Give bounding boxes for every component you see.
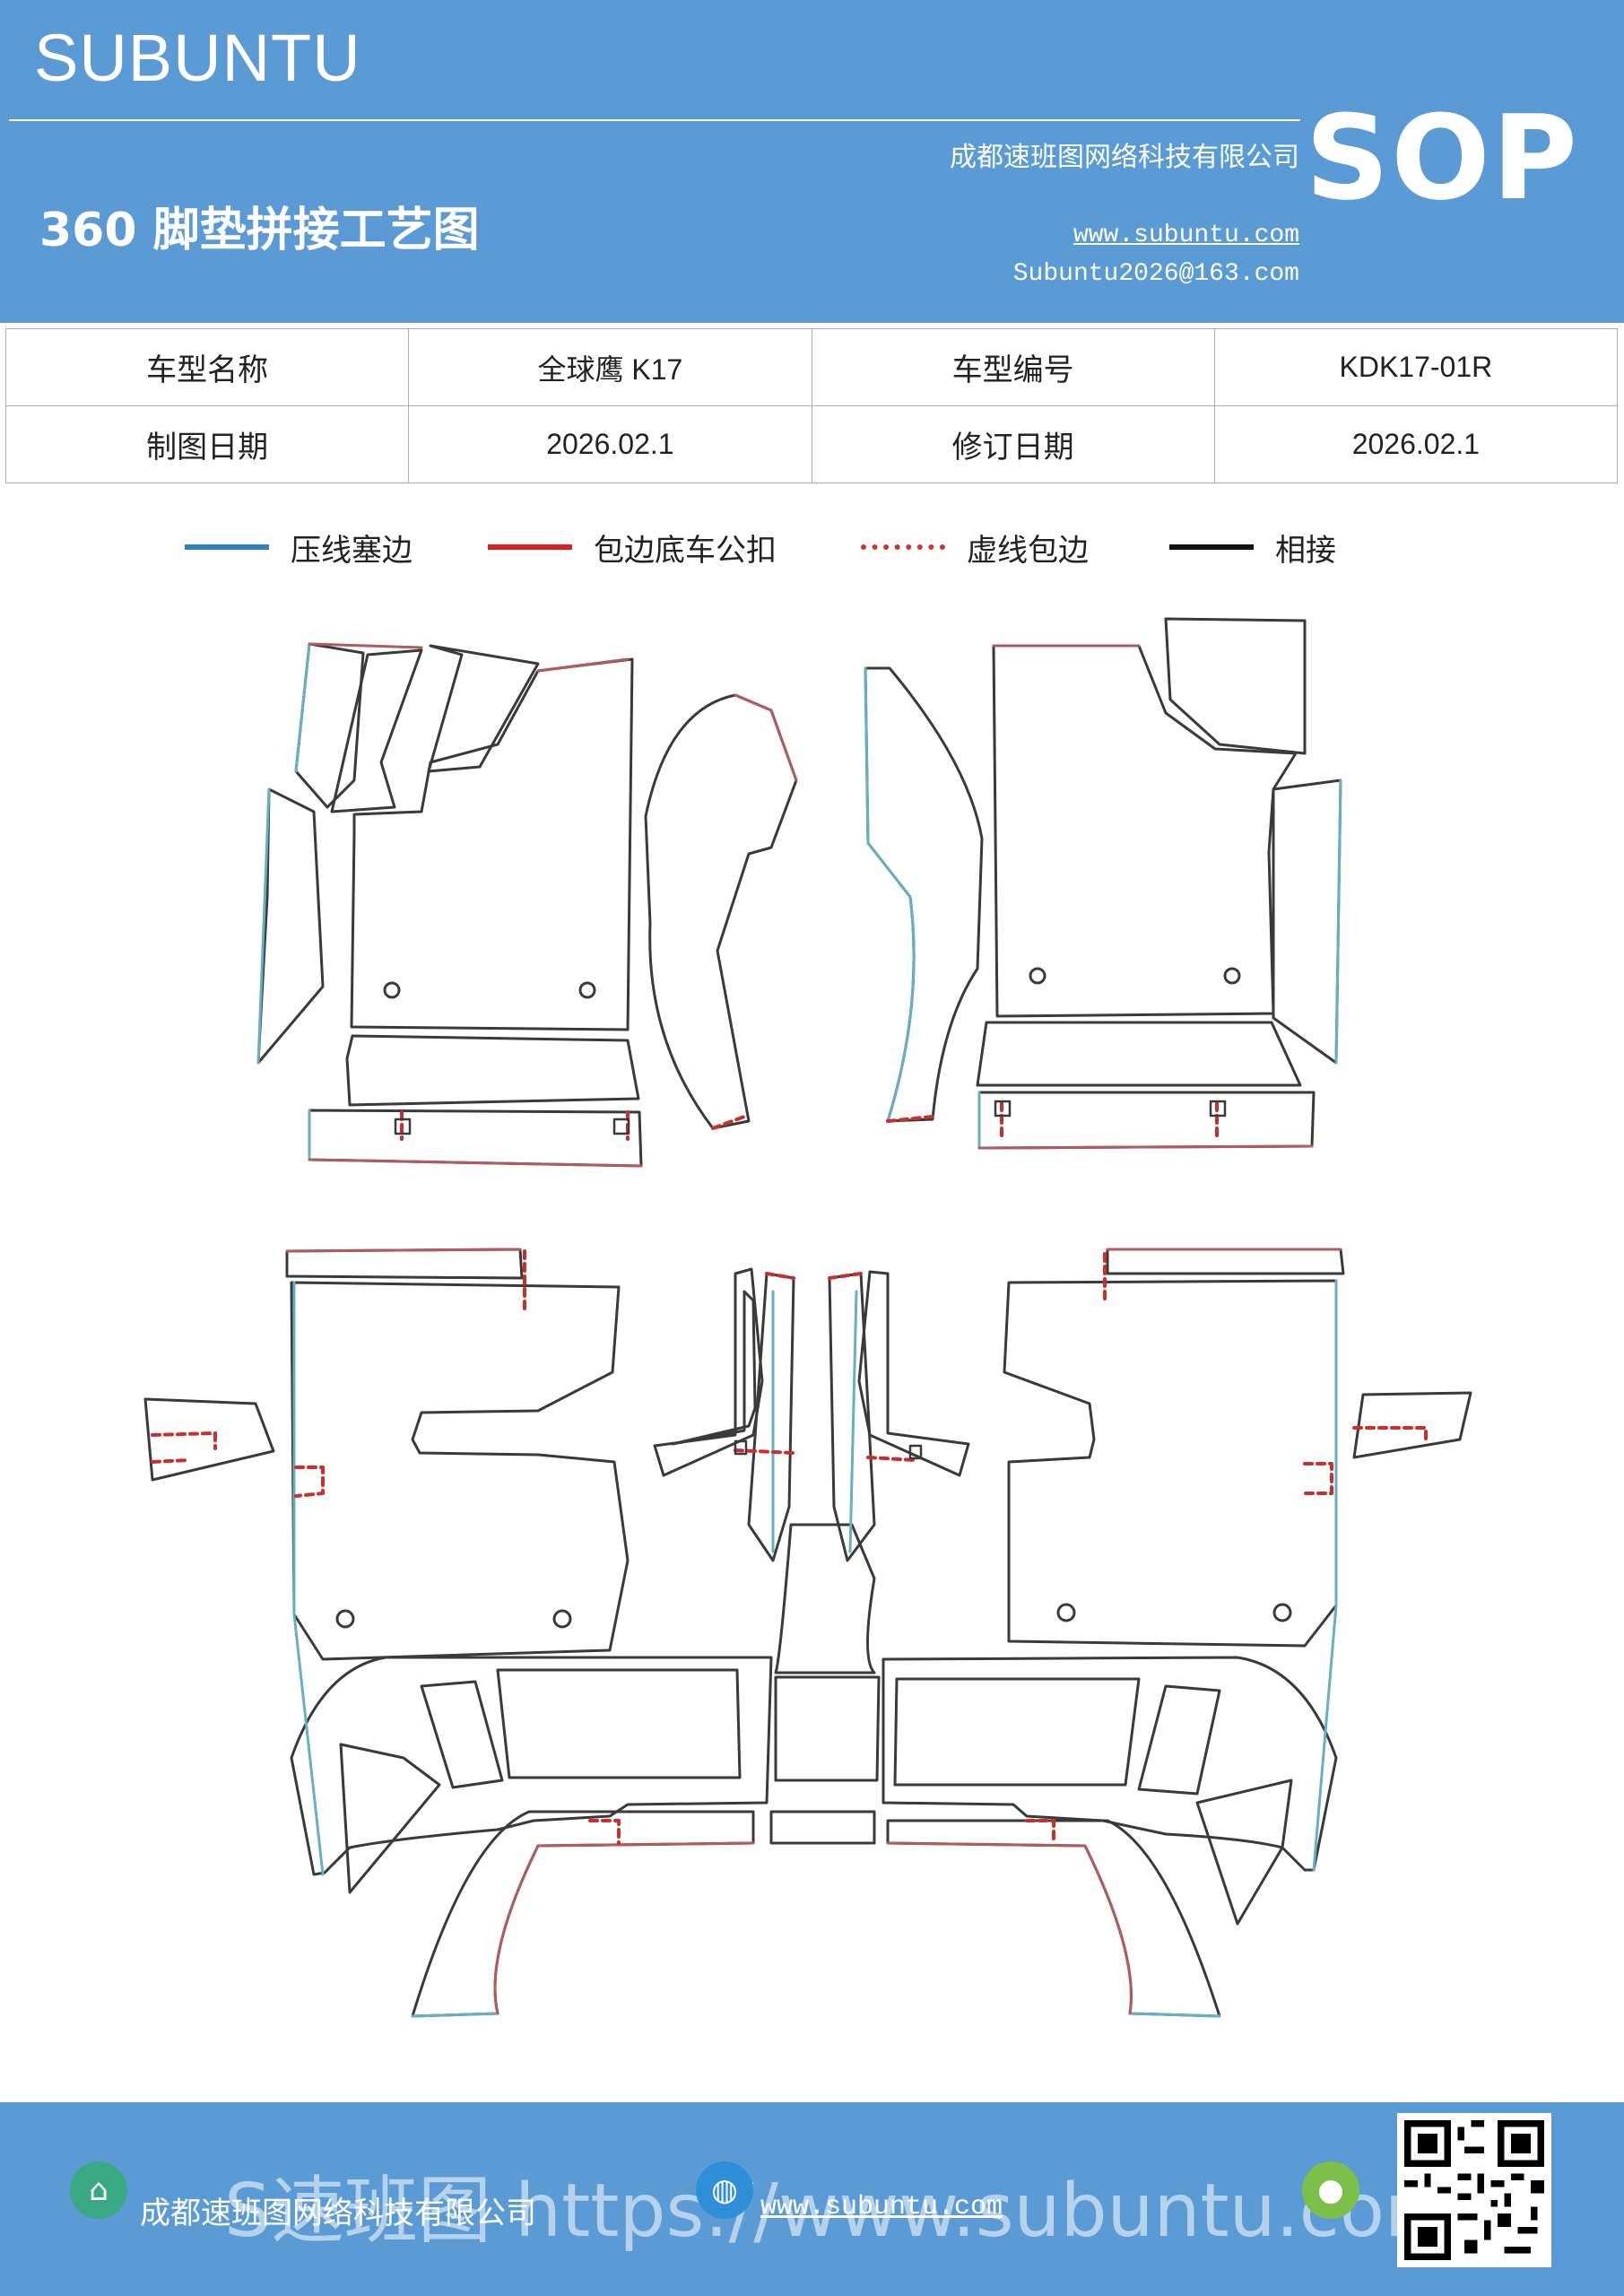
blue-edges — [256, 642, 1342, 2018]
front-left-rear-bar — [308, 1109, 643, 1168]
model-code-value: KDK17-01R — [1213, 328, 1619, 406]
rear-right-outer-flap — [1352, 1391, 1472, 1459]
rear-right-tri-piece — [1137, 1684, 1221, 1796]
header-divider — [9, 119, 1300, 121]
legend-swatch-black — [1169, 544, 1254, 550]
brand-logo-text: SUBUNTU — [34, 21, 361, 95]
building-icon: ⌂ — [70, 2161, 127, 2219]
revision-date-value: 2026.02.1 — [1213, 405, 1619, 483]
sop-badge: SOP — [1305, 90, 1579, 226]
front-right-rear-bar — [977, 1091, 1316, 1150]
footer-watermark: S速班图 https://www.subuntu.com — [224, 2169, 1456, 2254]
rear-left-outer-flap — [143, 1397, 275, 1482]
legend-label: 虚线包边 — [967, 532, 1089, 569]
email-address[interactable]: Subuntu2026@163.com — [1012, 260, 1299, 288]
rear-left-hole-1 — [335, 1609, 355, 1629]
front-right-corner-piece — [1164, 617, 1307, 755]
front-right-main-mat — [992, 644, 1298, 1018]
model-name-value: 全球鹰 K17 — [408, 328, 812, 406]
rear-left-main-mat — [290, 1281, 630, 1661]
front-right-hole-1 — [1029, 967, 1046, 985]
model-name-label: 车型名称 — [4, 328, 410, 406]
drawing-date-label: 制图日期 — [4, 405, 410, 483]
website-link[interactable]: www.subuntu.com — [1073, 222, 1299, 249]
rear-left-tri-piece — [420, 1680, 504, 1789]
footer-company-name: 成都速班图网络科技有限公司 — [140, 2196, 536, 2231]
rear-right-seat-block — [893, 1677, 1141, 1787]
legend-swatch-red — [488, 544, 572, 550]
rear-right-rear-skirt — [886, 1819, 1221, 2018]
front-left-wedge — [427, 644, 540, 773]
front-right-hole-2 — [1223, 967, 1241, 985]
drawing-date-value: 2026.02.1 — [408, 405, 812, 483]
globe-icon: ◍ — [696, 2161, 753, 2219]
clip-markers — [394, 1100, 1227, 1460]
front-left-hole-1 — [383, 981, 401, 999]
header-banner: SUBUNTU 成都速班图网络科技有限公司 360 脚垫拼接工艺图 www.su… — [0, 0, 1624, 323]
model-code-label: 车型编号 — [811, 328, 1215, 406]
rear-right-fan-piece — [1195, 1779, 1293, 1926]
front-right-side-piece — [1272, 778, 1342, 1065]
rear-left-top-bar — [285, 1248, 524, 1280]
legend-label: 包边底车公扣 — [594, 532, 777, 569]
document-title: 360 脚垫拼接工艺图 — [39, 204, 480, 257]
table-row: 制图日期 2026.02.1 修订日期 2026.02.1 — [4, 405, 1619, 483]
legend-label: 压线塞边 — [291, 532, 413, 569]
rear-right-hole-1 — [1056, 1603, 1076, 1622]
rear-left-rear-skirt — [411, 1810, 755, 2018]
rear-right-top-bar — [1106, 1248, 1345, 1275]
legend-item-edge-buckle: 包边底车公扣 — [488, 525, 777, 570]
table-row: 车型名称 全球鹰 K17 车型编号 KDK17-01R — [4, 328, 1619, 406]
legend-swatch-dashed-red — [861, 544, 945, 550]
front-left-main-mat — [350, 657, 634, 1031]
wechat-icon: ● — [1302, 2161, 1359, 2219]
legend-item-joined: 相接 — [1169, 525, 1336, 570]
edge-legend: 压线塞边 包边底车公扣 虚线包边 相接 — [0, 525, 1624, 570]
center-left-post — [653, 1267, 764, 1477]
rear-right-lower-wheel — [881, 1656, 1338, 1872]
center-left-post-inner — [671, 1290, 757, 1446]
front-left-arc-piece — [644, 693, 798, 1130]
rear-right-main-mat — [1003, 1279, 1338, 1648]
floor-mat-pattern-drawing — [143, 617, 1472, 2018]
front-left-side-piece — [256, 787, 325, 1065]
revision-date-label: 修订日期 — [811, 405, 1215, 483]
rear-left-seat-block — [496, 1668, 742, 1779]
footer-website-link[interactable]: www.subuntu.com — [760, 2192, 1003, 2222]
vehicle-info-table: 车型名称 全球鹰 K17 车型编号 KDK17-01R 制图日期 2026.02… — [4, 328, 1619, 483]
rear-right-hole-2 — [1272, 1603, 1292, 1622]
center-left-strip — [747, 1272, 795, 1562]
qr-code — [1397, 2113, 1551, 2267]
red-edges — [285, 642, 1342, 2015]
front-right-lower-strip — [976, 1021, 1302, 1087]
center-right-post — [857, 1270, 970, 1477]
rear-left-hole-2 — [552, 1609, 572, 1629]
legend-label: 相接 — [1275, 532, 1336, 569]
front-right-arc-piece — [864, 666, 984, 1123]
legend-item-dashed-edge: 虚线包边 — [861, 525, 1089, 570]
center-console-lower — [774, 1675, 881, 1782]
front-left-corner-piece — [330, 648, 423, 813]
legend-item-press-line: 压线塞边 — [185, 525, 413, 570]
front-left-hole-2 — [578, 981, 596, 999]
rear-left-lower-wheel — [290, 1656, 773, 1876]
legend-swatch-blue — [185, 544, 269, 550]
center-console-upper — [774, 1523, 876, 1674]
rear-left-fan-piece — [339, 1743, 441, 1894]
center-bar-small — [769, 1810, 876, 1845]
front-left-lower-strip — [345, 1034, 640, 1107]
company-name: 成都速班图网络科技有限公司 — [950, 142, 1299, 173]
